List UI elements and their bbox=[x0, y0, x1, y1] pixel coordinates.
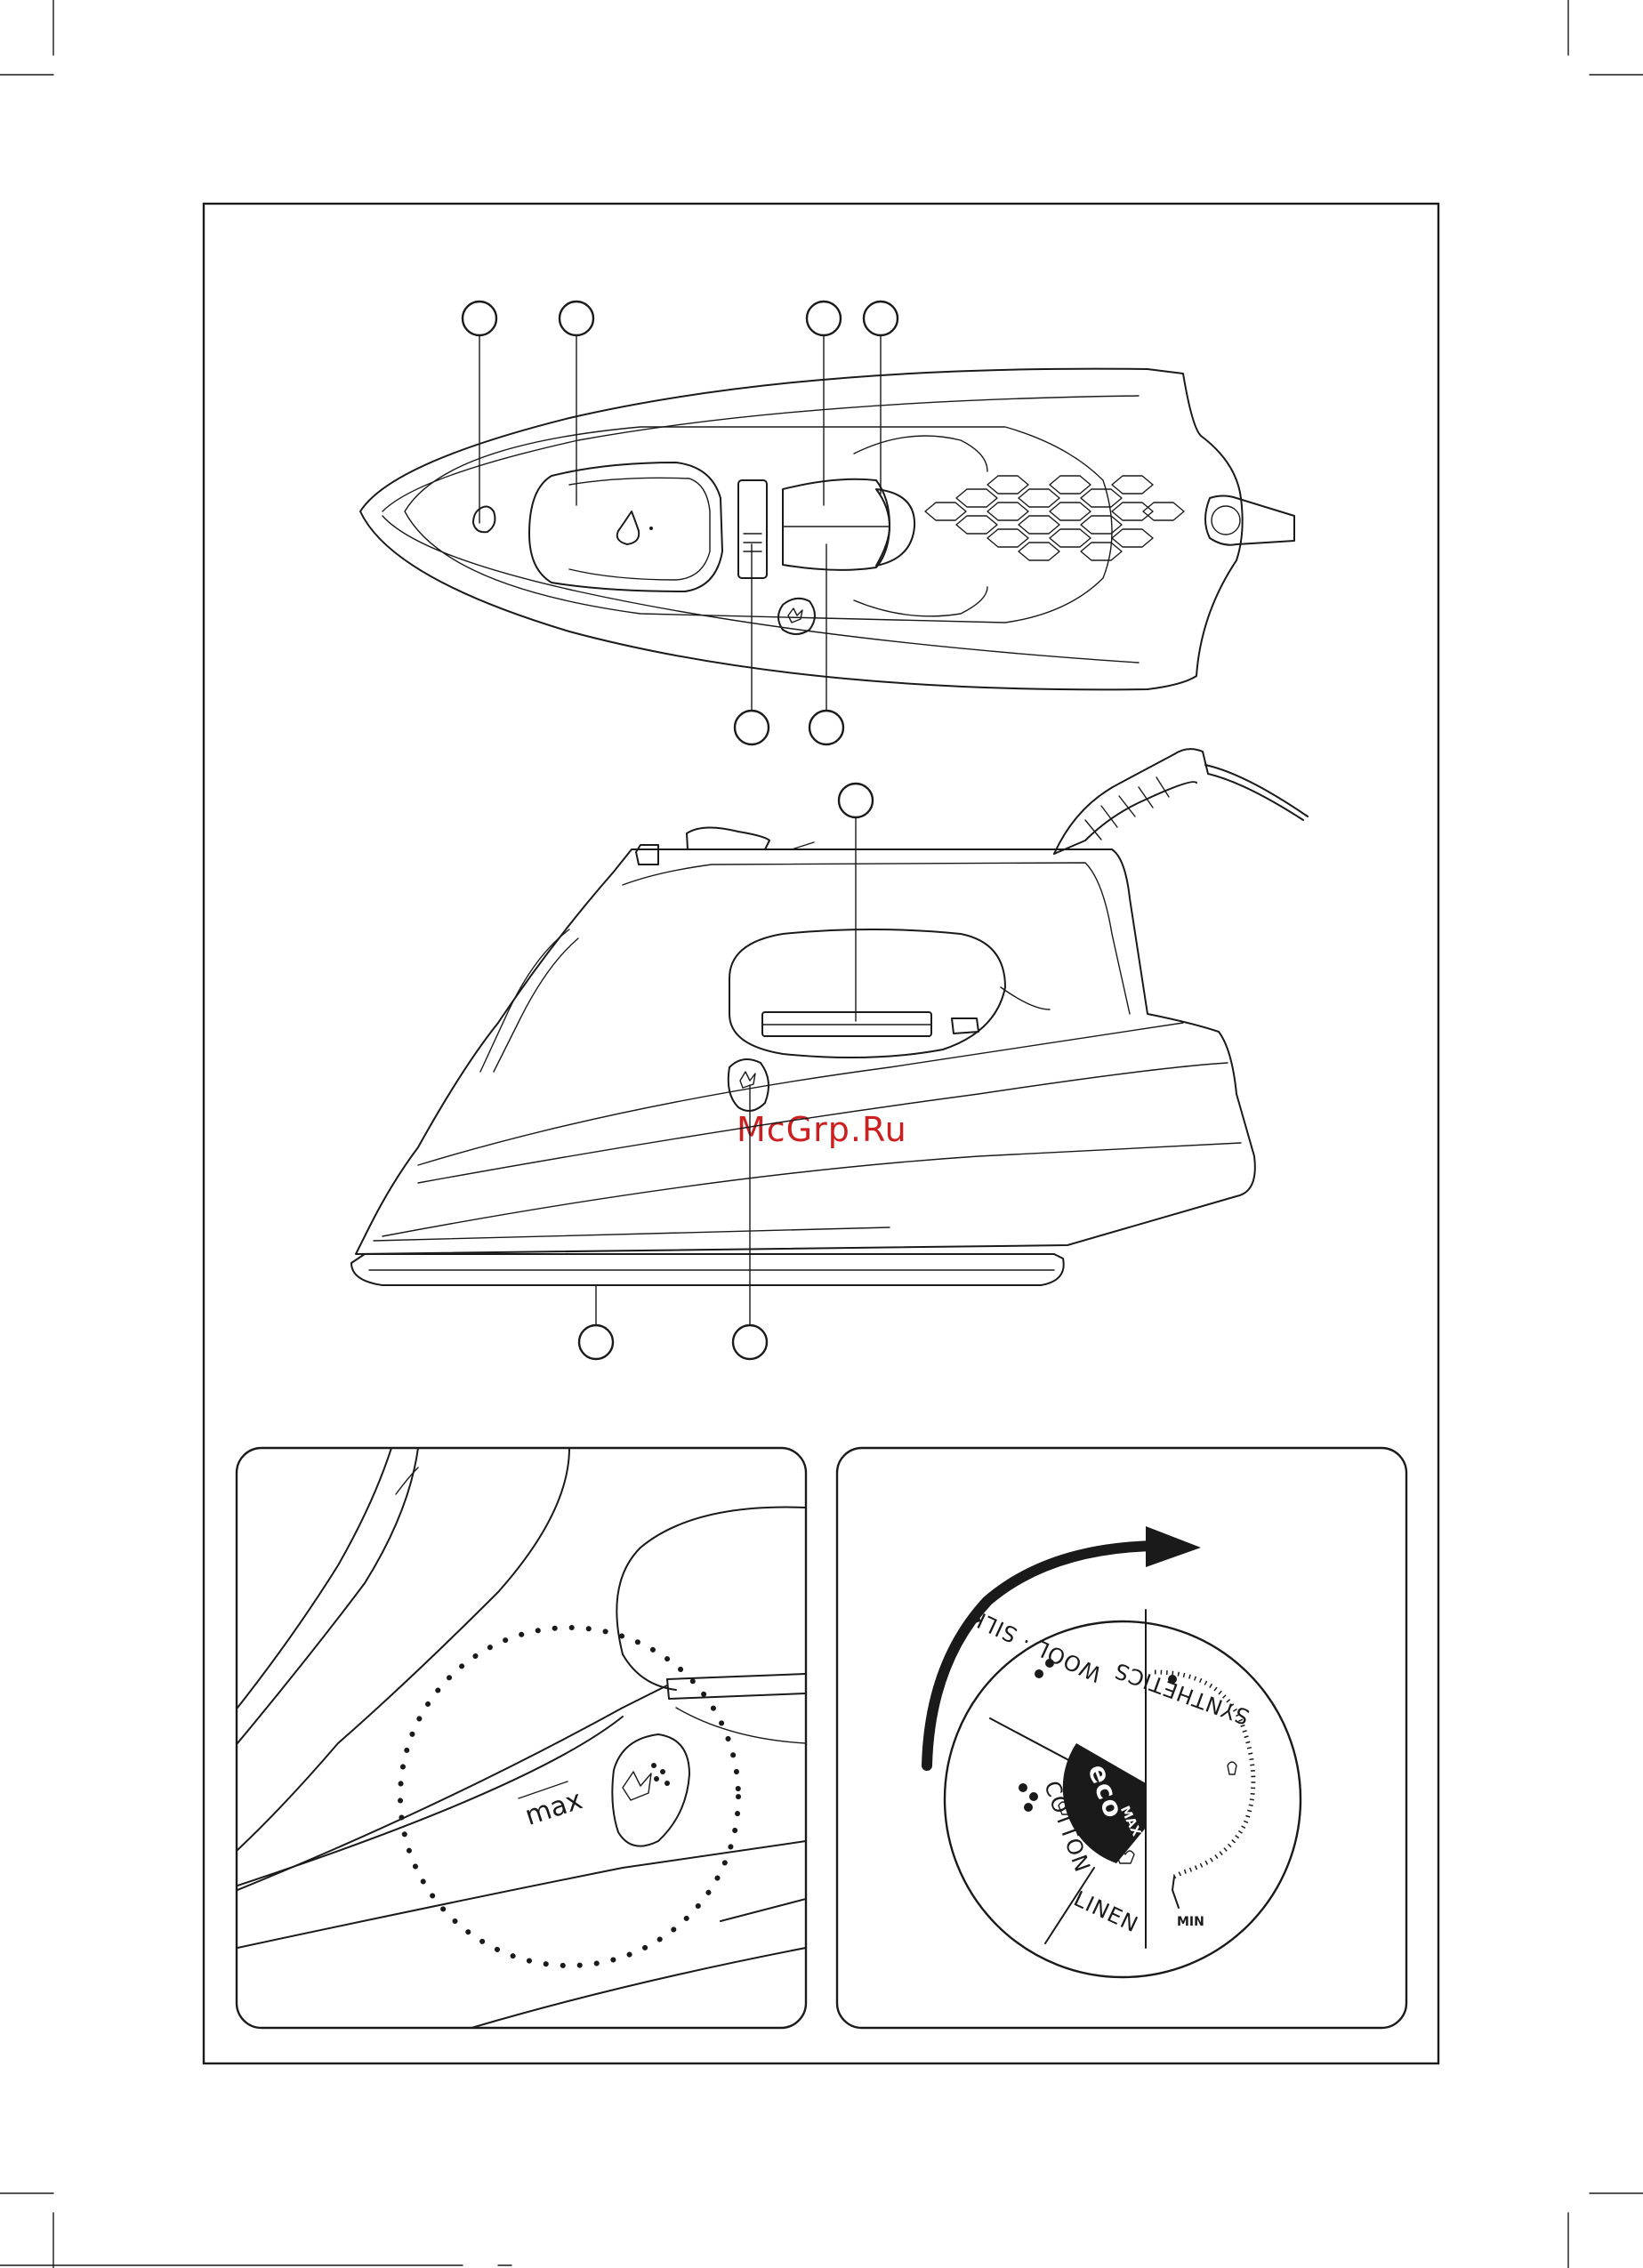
anti-calc-icon bbox=[612, 1734, 689, 1846]
iron-side-view bbox=[351, 749, 1308, 1285]
dial-label-min: MIN bbox=[1177, 1915, 1204, 1929]
detail-panel: max bbox=[237, 1448, 806, 2028]
dial-label-linen: LINEN bbox=[1070, 1886, 1142, 1938]
callout-markers-side bbox=[579, 784, 873, 1359]
vent-pattern bbox=[925, 476, 1184, 560]
anti-calc-icon bbox=[729, 1059, 769, 1111]
fill-mark: max bbox=[519, 1781, 586, 1832]
iron-top-view bbox=[360, 369, 1294, 690]
temperature-dial: eco MAX SYNTHETICS WOOL · SILK COTTON LI… bbox=[945, 1604, 1301, 1977]
dial-label-synthetics: SYNTHETICS bbox=[1111, 1658, 1252, 1730]
max-fill-label: max bbox=[521, 1784, 586, 1831]
water-drop-icon bbox=[617, 511, 653, 544]
figure-frame bbox=[204, 204, 1438, 2063]
dial-panel: eco MAX SYNTHETICS WOOL · SILK COTTON LI… bbox=[837, 1448, 1406, 2028]
